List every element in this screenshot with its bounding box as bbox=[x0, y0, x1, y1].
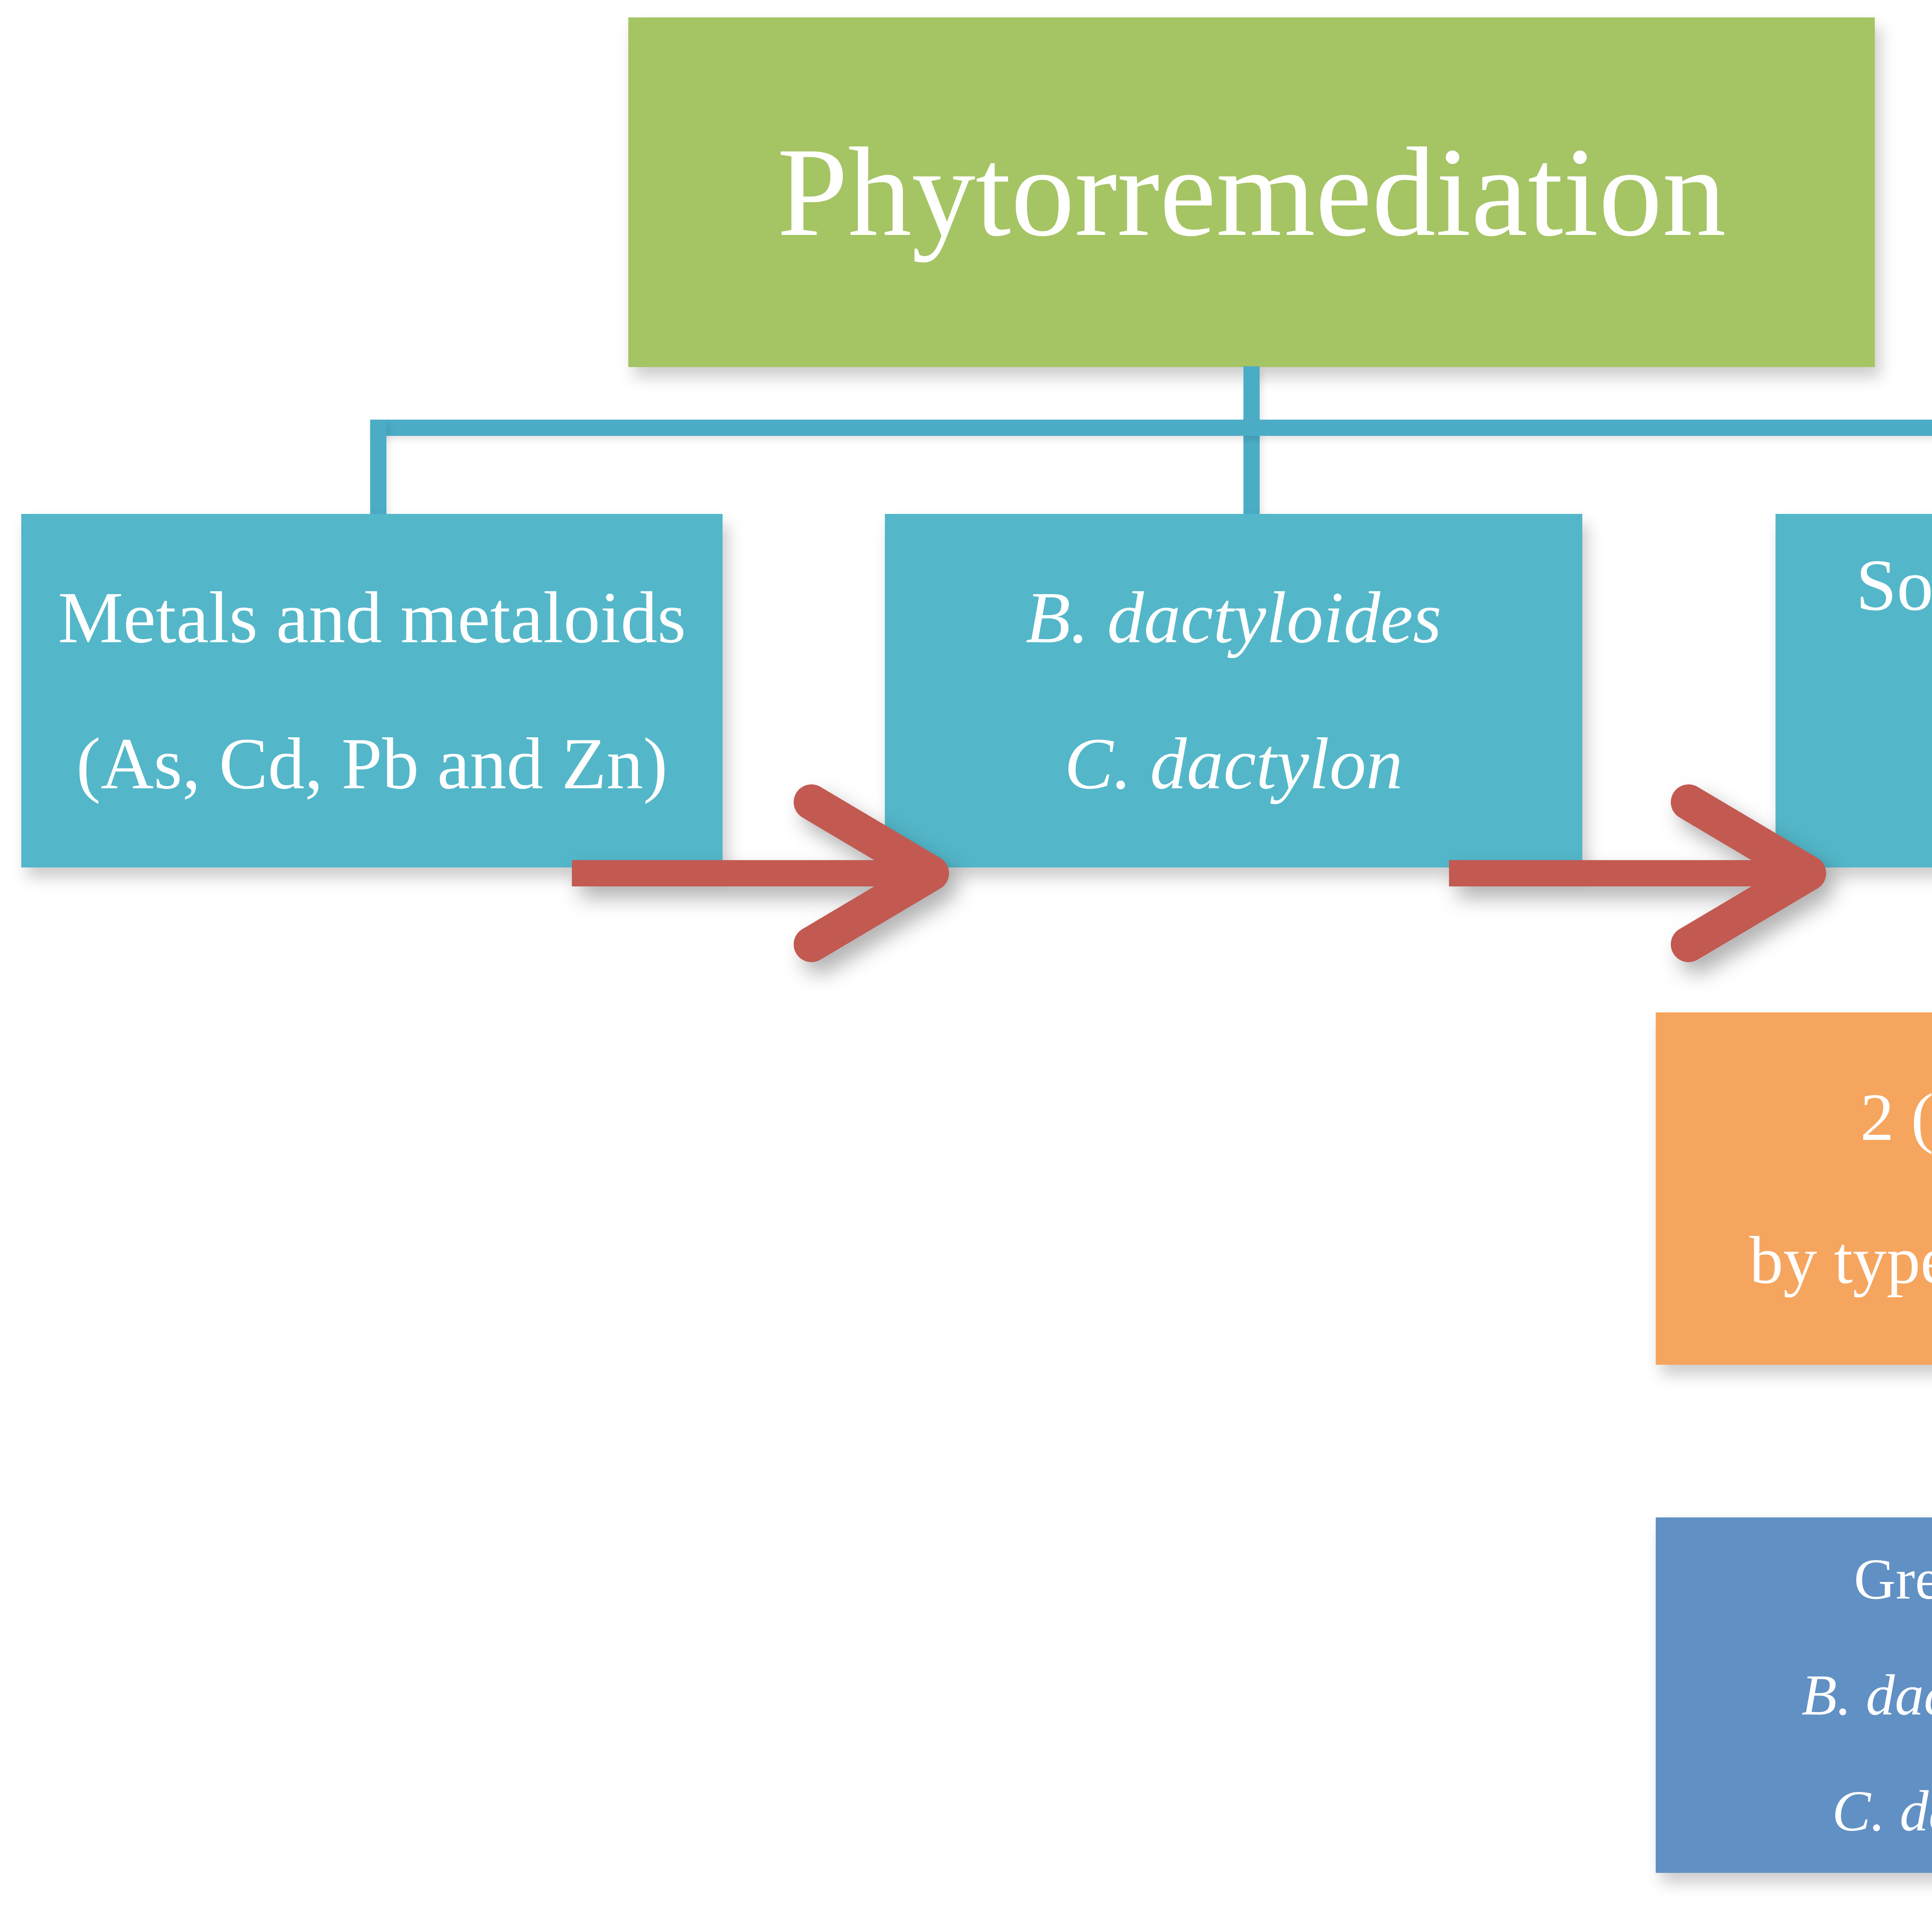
metals-line-1: Metals and metaloids bbox=[58, 574, 686, 662]
text-run: B. dactyloides bbox=[1801, 1663, 1932, 1727]
box-repetitions: 2 (4x4) repetitions: by type of seed and… bbox=[1656, 1012, 1932, 1365]
text-run: C. dactylon bbox=[1832, 1779, 1932, 1843]
arrow-shaft bbox=[572, 860, 904, 886]
box-soil-ph-conditions: Soil: Different pH conditions 5.0 - 9.0 bbox=[1776, 514, 1932, 867]
text-run: 2 (4x4) repetitions: bbox=[1860, 1080, 1932, 1155]
text-run: Metals and metaloids bbox=[58, 577, 686, 658]
box-species: B. dactyloides C. dactylon bbox=[885, 514, 1582, 867]
connector-drop-metals bbox=[370, 420, 386, 516]
box-metals-metaloids: Metals and metaloids (As, Cd, Pb and Zn) bbox=[21, 514, 723, 867]
text-run: Soil: Different pH conditions bbox=[1855, 544, 1932, 626]
text-run: B. dactyloides bbox=[1026, 577, 1442, 658]
text-run: (As, Cd, Pb and Zn) bbox=[76, 723, 668, 804]
text-run: by type of seed and soil pH bbox=[1749, 1223, 1932, 1298]
right-arrow-icon bbox=[572, 784, 949, 962]
arrow-head bbox=[1671, 784, 1826, 962]
repetitions-line-2: by type of seed and soil pH bbox=[1750, 1219, 1932, 1301]
germination-line-1: Greater germination % bbox=[1854, 1544, 1932, 1614]
germination-line-3: C. dactylon 34 % pH 6.0 bbox=[1832, 1776, 1932, 1846]
species-line-2: C. dactylon bbox=[1065, 720, 1403, 808]
species-line-1: B. dactyloides bbox=[1026, 574, 1441, 662]
box-phytorremediation: Phytorremediation bbox=[628, 17, 1875, 367]
germination-line-2: B. dactyloides 83% pH 7.8 bbox=[1801, 1660, 1932, 1730]
connector-horizontal-line bbox=[370, 420, 1932, 436]
text-run: Greater germination % bbox=[1854, 1547, 1932, 1611]
metals-line-2: (As, Cd, Pb and Zn) bbox=[76, 720, 667, 808]
soil-line-1: Soil: Different pH conditions bbox=[1829, 541, 1932, 720]
text-run: C. dactylon bbox=[1064, 723, 1403, 804]
right-arrow-icon bbox=[1449, 784, 1826, 962]
repetitions-line-1: 2 (4x4) repetitions: bbox=[1860, 1077, 1932, 1158]
arrow-head bbox=[794, 784, 949, 962]
connector-title-stub bbox=[1243, 366, 1260, 515]
title-text: Phytorremediation bbox=[777, 121, 1726, 263]
arrow-shaft bbox=[1449, 860, 1781, 886]
box-greater-germination: Greater germination % B. dactyloides 83%… bbox=[1656, 1517, 1932, 1873]
